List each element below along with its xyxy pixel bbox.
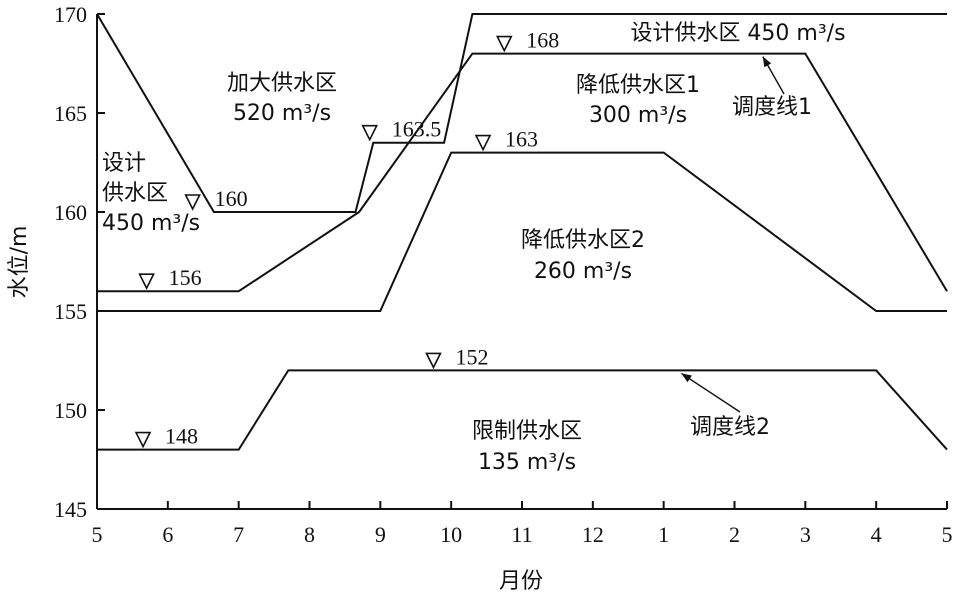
x-tick-label: 5: [92, 522, 103, 547]
water-level-label: 152: [455, 344, 488, 369]
arrowhead-icon: [681, 373, 692, 383]
annotation-label: 调度线2: [690, 415, 770, 440]
x-tick-label: 9: [375, 522, 386, 547]
dispatch-line-4: [97, 369, 948, 451]
zone-label-line: 设计: [102, 151, 146, 176]
y-axis-title: 水位/m: [7, 226, 32, 299]
water-level-label: 160: [215, 186, 248, 211]
level-markers: 160 163.5 168 163 156 152 148: [134, 28, 559, 449]
dispatch-line-3: [97, 151, 947, 312]
annotation-leader: [680, 372, 741, 413]
water-level-triangle-icon: [474, 134, 492, 152]
zone-label-line: 300 m³/s: [589, 103, 687, 128]
water-level-label: 163.5: [392, 117, 442, 142]
x-tick-label: 10: [440, 522, 462, 547]
y-tick-label: 160: [54, 200, 87, 225]
annotation-label: 调度线1: [732, 95, 812, 120]
water-level-triangle-icon: [138, 273, 155, 290]
water-level-label: 163: [505, 127, 538, 152]
x-tick-label: 2: [729, 522, 740, 547]
water-level-label: 168: [526, 28, 559, 53]
x-tick-label: 11: [511, 522, 532, 547]
water-level-triangle-icon: [184, 194, 201, 211]
water-level-triangle-icon: [425, 352, 442, 370]
water-level-label: 156: [169, 265, 202, 290]
zone-label-line: 降低供水区2: [521, 228, 645, 253]
zone-label-line: 降低供水区1: [576, 73, 700, 98]
zone-label-line: 限制供水区: [472, 419, 582, 444]
x-tick-label: 4: [871, 522, 882, 547]
dispatch-lines: [96, 13, 948, 451]
x-tick-label: 5: [942, 522, 953, 547]
water-level-triangle-icon: [361, 124, 379, 142]
y-tick-label: 150: [54, 398, 87, 423]
water-level-label: 148: [165, 424, 198, 449]
x-tick-label: 6: [162, 522, 173, 547]
y-tick-label: 165: [54, 101, 87, 126]
x-axis-title: 月份: [499, 569, 543, 594]
x-tick-label: 8: [304, 522, 315, 547]
zone-labels: 加大供水区 520 m³/s 设计供水区 450 m³/s 设计供水区 450 m³/s…: [102, 21, 846, 475]
zone-label-line: 加大供水区: [227, 71, 337, 96]
y-tick-label: 170: [54, 2, 87, 27]
zone-label-line: 供水区: [102, 181, 168, 206]
dispatch-line-1: [96, 13, 947, 213]
y-tick-label: 155: [54, 299, 87, 324]
zone-label-line: 520 m³/s: [233, 101, 331, 126]
x-tick-label: 3: [800, 522, 811, 547]
y-tick-label: 145: [54, 497, 87, 522]
x-tick-label: 1: [658, 522, 669, 547]
arrowhead-icon: [762, 56, 772, 68]
zone-label-line: 设计供水区 450 m³/s: [630, 21, 845, 46]
x-tick-label: 12: [582, 522, 604, 547]
zone-label-line: 135 m³/s: [478, 450, 576, 475]
water-level-triangle-icon: [134, 431, 152, 449]
annotations: 调度线1 调度线2: [680, 56, 812, 440]
zone-label-line: 450 m³/s: [102, 211, 200, 236]
zone-label-line: 260 m³/s: [534, 259, 632, 284]
x-tick-label: 7: [233, 522, 244, 547]
dispatch-line-2: [97, 52, 948, 293]
water-level-triangle-icon: [495, 35, 513, 53]
